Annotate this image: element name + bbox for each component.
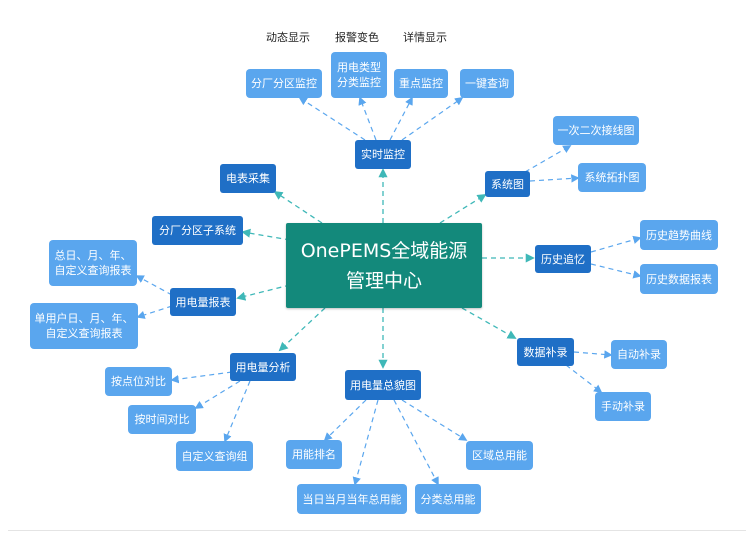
edge-overview-period bbox=[352, 399, 379, 486]
edge-overview-area bbox=[401, 399, 468, 441]
wiring-diagram-node[interactable]: 一次二次接线图 bbox=[553, 116, 639, 145]
topology-diagram-node[interactable]: 系统拓扑图 bbox=[578, 163, 646, 192]
energy-ranking-node[interactable]: 用能排名 bbox=[286, 440, 342, 469]
edge-center-report bbox=[236, 284, 291, 301]
dynamic-display-label: 动态显示 bbox=[266, 31, 310, 44]
system-diagram-node[interactable]: 系统图 bbox=[485, 171, 530, 197]
edge-analysis-custom bbox=[223, 380, 251, 443]
power-type-monitor-node[interactable]: 用电类型 分类监控 bbox=[331, 52, 387, 98]
edge-overview-class bbox=[393, 399, 439, 486]
edge-analysis-time bbox=[194, 380, 241, 409]
period-total-energy-node[interactable]: 当日当月当年总用能 bbox=[297, 484, 407, 514]
edge-report-user bbox=[136, 305, 173, 319]
auto-fill-node[interactable]: 自动补录 bbox=[611, 340, 667, 369]
area-total-energy-node[interactable]: 区域总用能 bbox=[466, 441, 533, 470]
bottom-divider bbox=[8, 530, 746, 531]
edge-fill-auto bbox=[573, 350, 613, 359]
factory-zone-monitor-node[interactable]: 分厂分区监控 bbox=[246, 69, 322, 98]
edge-history-report bbox=[590, 263, 642, 279]
one-click-query-node[interactable]: 一键查询 bbox=[460, 69, 514, 98]
edge-center-analysis bbox=[278, 307, 326, 352]
edge-center-meter bbox=[273, 190, 323, 224]
single-user-report-query-node[interactable]: 单用户日、月、年、 自定义查询报表 bbox=[30, 303, 138, 349]
custom-query-group-node[interactable]: 自定义查询组 bbox=[176, 441, 253, 471]
edge-center-factory bbox=[241, 228, 291, 241]
edge-system-wiring bbox=[524, 145, 572, 173]
data-fill-node[interactable]: 数据补录 bbox=[517, 338, 574, 366]
total-report-query-node[interactable]: 总日、月、年、 自定义查询报表 bbox=[49, 240, 137, 286]
manual-fill-node[interactable]: 手动补录 bbox=[595, 392, 651, 421]
detail-display-label: 详情显示 bbox=[403, 31, 447, 44]
power-analysis-node[interactable]: 用电量分析 bbox=[230, 353, 296, 381]
edge-realtime-oneclick bbox=[401, 97, 464, 141]
history-report-node[interactable]: 历史数据报表 bbox=[640, 264, 718, 294]
center-node[interactable]: OnePEMS全域能源 管理中心 bbox=[286, 223, 482, 308]
edge-analysis-point bbox=[170, 371, 233, 384]
factory-subsystem-node[interactable]: 分厂分区子系统 bbox=[152, 216, 243, 245]
history-trend-node[interactable]: 历史趋势曲线 bbox=[640, 220, 718, 250]
edge-history-trend bbox=[590, 235, 642, 253]
edge-fill-manual bbox=[565, 364, 603, 394]
power-overview-node[interactable]: 用电量总貌图 bbox=[345, 370, 421, 400]
edge-system-topology bbox=[529, 174, 580, 183]
alarm-color-label: 报警变色 bbox=[335, 31, 379, 44]
edge-realtime-key bbox=[389, 96, 413, 141]
history-recall-node[interactable]: 历史追忆 bbox=[535, 245, 591, 273]
edge-center-datafill bbox=[461, 307, 517, 339]
edge-realtime-factory bbox=[298, 97, 366, 141]
edge-overview-ranking bbox=[323, 399, 367, 442]
edge-report-total bbox=[135, 275, 173, 296]
edge-realtime-type bbox=[358, 96, 377, 141]
power-report-node[interactable]: 用电量报表 bbox=[170, 288, 236, 316]
edge-center-system bbox=[439, 194, 487, 224]
compare-by-point-node[interactable]: 按点位对比 bbox=[105, 367, 172, 396]
key-monitor-node[interactable]: 重点监控 bbox=[394, 69, 448, 98]
class-total-energy-node[interactable]: 分类总用能 bbox=[415, 484, 481, 514]
compare-by-time-node[interactable]: 按时间对比 bbox=[128, 405, 196, 434]
realtime-monitor-node[interactable]: 实时监控 bbox=[355, 140, 411, 169]
meter-collection-node[interactable]: 电表采集 bbox=[220, 164, 276, 193]
